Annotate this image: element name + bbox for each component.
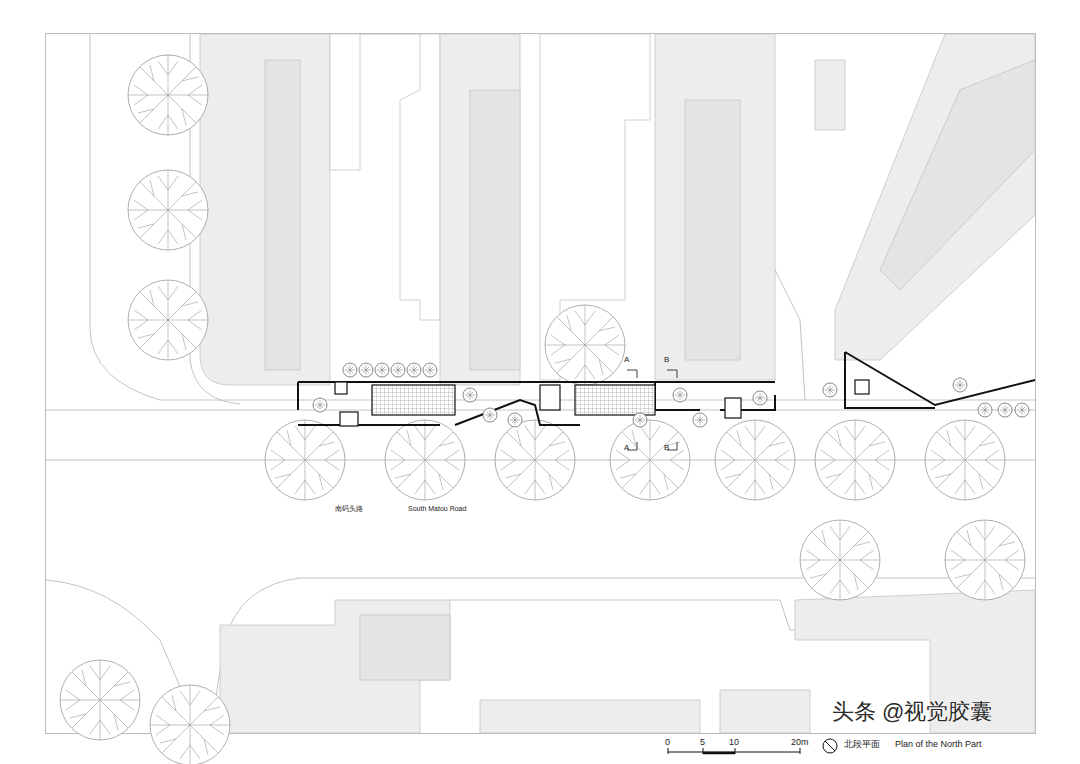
section-mark: A bbox=[624, 444, 629, 453]
scale-number: 5 bbox=[700, 738, 705, 748]
road-name: South Matou Road bbox=[408, 505, 466, 513]
plan-title: Plan of the North Part bbox=[895, 740, 982, 750]
scale-number: 10 bbox=[729, 738, 739, 748]
plan-title: 北段平面 bbox=[844, 740, 880, 750]
road-name: 南码头路 bbox=[335, 505, 363, 513]
scale-number: 20m bbox=[791, 738, 809, 748]
section-mark: B bbox=[664, 444, 669, 453]
scale-number: 0 bbox=[665, 738, 670, 748]
section-mark: B bbox=[664, 356, 669, 365]
watermark: 头条 @视觉胶囊 bbox=[832, 700, 992, 724]
section-mark: A bbox=[624, 356, 629, 365]
